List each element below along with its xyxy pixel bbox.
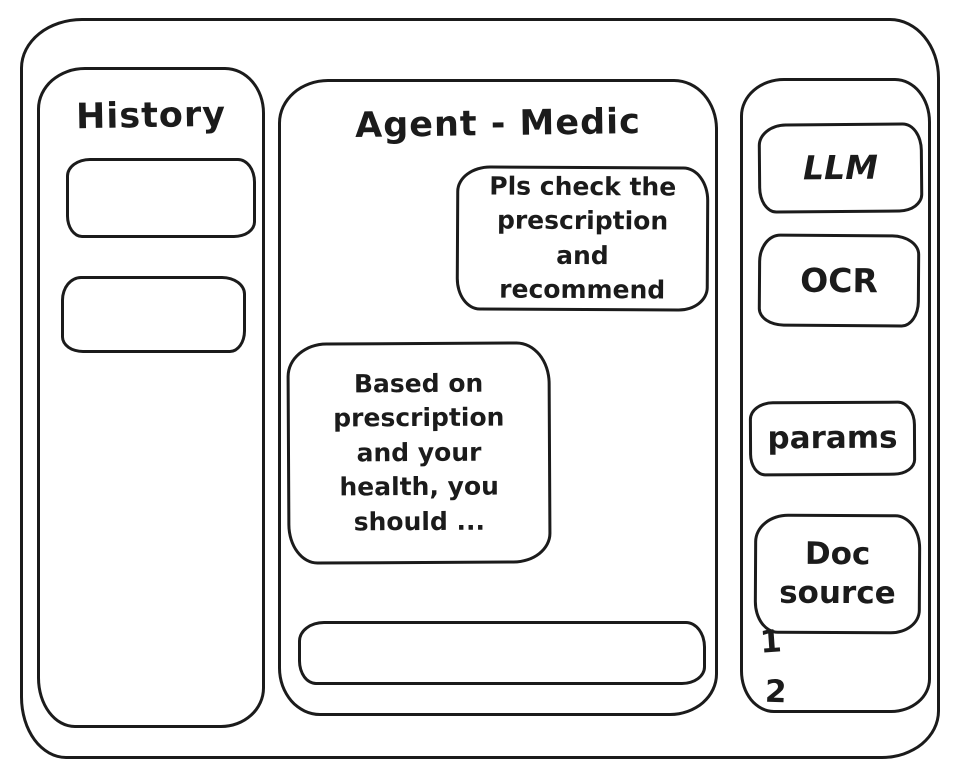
chat-title: Agent - Medic <box>354 102 642 146</box>
message-input[interactable] <box>298 621 706 685</box>
app-window: History Agent - Medic Pls check the pres… <box>20 18 940 759</box>
params-button[interactable]: params <box>748 400 917 477</box>
doc-source-item-2[interactable]: 2 <box>764 673 788 711</box>
history-title: History <box>75 94 227 138</box>
llm-button[interactable]: LLM <box>757 122 924 214</box>
history-panel: History <box>37 67 265 728</box>
tools-panel: LLM OCR params Doc source 1 2 <box>740 78 931 713</box>
chat-panel: Agent - Medic Pls check the prescription… <box>278 79 718 716</box>
doc-source-button[interactable]: Doc source <box>753 513 922 635</box>
ocr-button[interactable]: OCR <box>757 233 921 328</box>
history-item[interactable] <box>66 158 256 238</box>
user-message-bubble: Pls check the prescription and recommend <box>455 165 710 312</box>
doc-source-item-1[interactable]: 1 <box>758 623 783 661</box>
history-item[interactable] <box>61 276 246 353</box>
agent-message-bubble: Based on prescription and your health, y… <box>286 341 552 565</box>
